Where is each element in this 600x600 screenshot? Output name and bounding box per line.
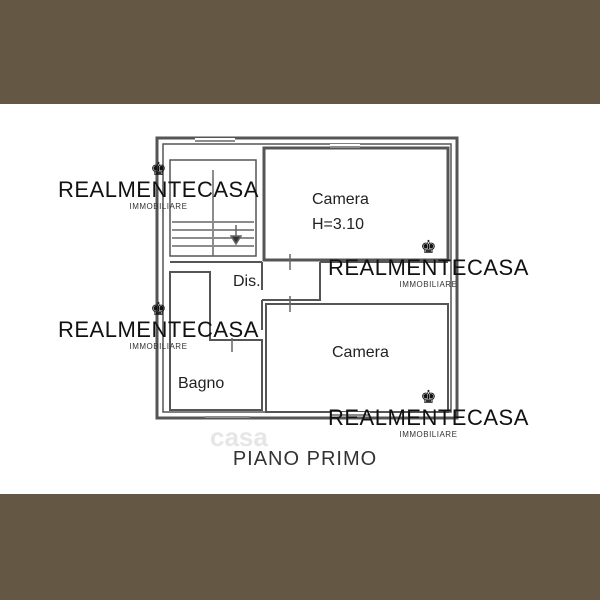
corridor-walls (170, 261, 263, 330)
top-frame-band (0, 0, 600, 104)
crown-icon: ♚ (150, 299, 167, 319)
bagno-walls (169, 271, 263, 411)
stair-arrow-icon (229, 235, 243, 246)
room-height-label: H=3.10 (312, 216, 365, 233)
watermark-logo: ♚ REALMENTECASA IMMOBILIARE (58, 300, 259, 352)
watermark-subtitle: IMMOBILIARE (129, 342, 188, 351)
corridor-lower-wall (262, 262, 321, 301)
crown-icon: ♚ (150, 159, 167, 179)
crown-icon: ♚ (420, 237, 437, 257)
floor-caption: PIANO PRIMO (232, 448, 378, 470)
outer-wall (155, 136, 459, 420)
watermark-brand: REALMENTECASA (58, 317, 259, 342)
watermark-brand: REALMENTECASA (328, 255, 529, 280)
watermark-subtitle: IMMOBILIARE (129, 202, 188, 211)
bottom-frame-band (0, 494, 600, 600)
watermark-subtitle: IMMOBILIARE (399, 280, 458, 289)
crown-icon: ♚ (420, 387, 437, 407)
watermark-logo: ♚ REALMENTECASA IMMOBILIARE (58, 160, 259, 212)
room-label-camera-bottom: Camera (332, 344, 389, 361)
room-label-camera-top: Camera (312, 191, 369, 208)
watermark-logo: ♚ REALMENTECASA IMMOBILIARE (328, 388, 529, 440)
watermark-brand: REALMENTECASA (58, 177, 259, 202)
faint-casa-logo: casa (210, 422, 268, 452)
room-label-bagno: Bagno (178, 375, 225, 392)
watermark-subtitle: IMMOBILIARE (399, 430, 458, 439)
room-label-dis: Dis. (233, 273, 261, 290)
watermark-logo: ♚ REALMENTECASA IMMOBILIARE (328, 238, 529, 290)
watermark-brand: REALMENTECASA (328, 405, 529, 430)
